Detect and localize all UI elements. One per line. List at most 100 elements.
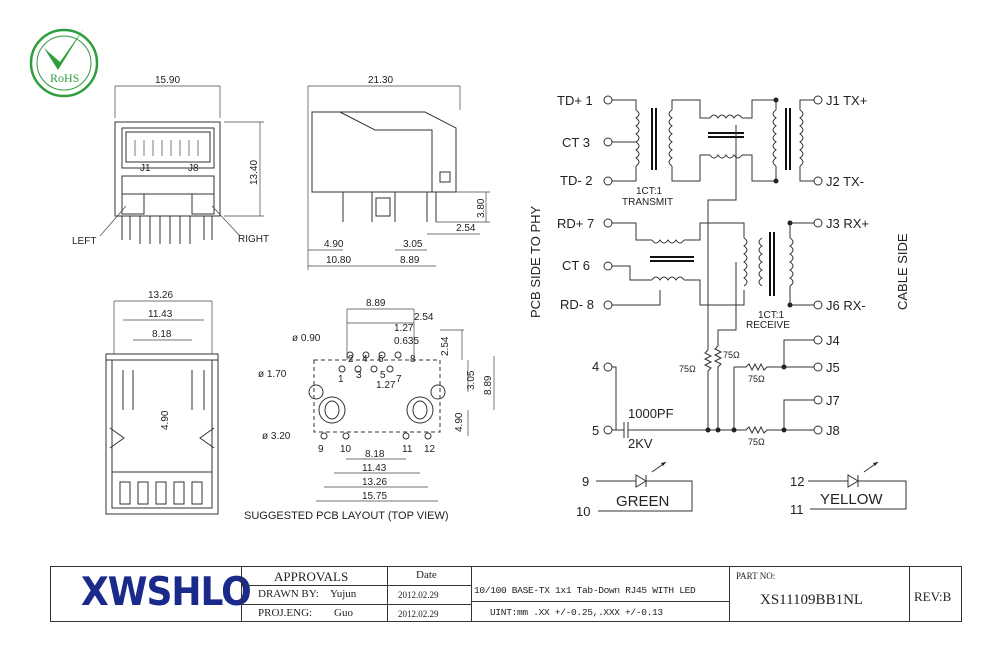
pcb-right-dim-8-89: 8.89 (483, 375, 494, 395)
pcb-top-dim-2-54: 2.54 (414, 312, 434, 323)
part-number-cell: PART NO: XS11109BB1NL (729, 567, 909, 621)
part-number: XS11109BB1NL (760, 592, 864, 608)
pin-j3-rx-plus: J3 RX+ (826, 216, 869, 231)
date-heading: Date (416, 569, 437, 581)
pcb-side-label: PCB SIDE TO PHY (528, 205, 543, 318)
pcb-bottom-dim-13-26: 13.26 (362, 477, 387, 488)
pin-j8: J8 (826, 423, 840, 438)
schematic: PCB SIDE TO PHY CABLE SIDE TD+ 1 CT 3 TD… (528, 93, 910, 519)
approvals-cell: APPROVALS DRAWN BY: Yujun PROJ.ENG: Guo (241, 567, 387, 621)
front-contacts (134, 140, 199, 156)
right-pin-circles (813, 95, 823, 435)
front-pin-j8: J8 (188, 163, 199, 174)
rohs-text: RoHS (50, 71, 79, 85)
led-green-label: GREEN (616, 493, 669, 510)
pcb-right-dim-2-54: 2.54 (440, 336, 451, 356)
led-green-pin-10: 10 (576, 504, 590, 519)
pcb-top-dim-0-635: 0.635 (394, 336, 419, 347)
side-dim-3-05: 3.05 (403, 239, 423, 250)
bottom-slots (119, 481, 203, 505)
receive-label: RECEIVE (746, 320, 790, 331)
pcb-top-dim-1-27: 1.27 (394, 323, 414, 334)
pin-j7: J7 (826, 393, 840, 408)
drawn-by-label: DRAWN BY: (258, 588, 319, 600)
pcb-pin-12: 12 (424, 444, 436, 455)
description-cell: 10/100 BASE-TX 1x1 Tab-Down RJ45 WITH LE… (471, 567, 729, 621)
date-cell: Date 2012.02.29 2012.02.29 (387, 567, 471, 621)
cable-side-label: CABLE SIDE (895, 233, 910, 310)
proj-date: 2012.02.29 (398, 609, 439, 619)
pin-j1-tx-plus: J1 TX+ (826, 93, 867, 108)
pcb-right-dim-3-05: 3.05 (466, 370, 477, 390)
pcb-pin-6: 6 (378, 354, 384, 365)
side-dim-8-89: 8.89 (400, 255, 420, 266)
company-logo: XWSHLO (81, 569, 252, 616)
pcb-right-dim-4-90: 4.90 (454, 412, 465, 432)
hole-dia-0-90: ø 0.90 (292, 333, 321, 344)
side-dim-10-80: 10.80 (326, 255, 351, 266)
proj-eng-label: PROJ.ENG: (258, 607, 313, 619)
left-label: LEFT (72, 236, 96, 247)
transmit-ratio: 1CT:1 (636, 186, 663, 197)
bottom-dim-8-18: 8.18 (152, 329, 172, 340)
hole-dia-1-70: ø 1.70 (258, 369, 287, 380)
side-view: 21.30 3.80 2.54 4.90 3.05 10.80 8.89 (307, 75, 490, 270)
pcb-mounting-holes (308, 384, 446, 424)
front-view: 15.90 J1 J8 13.40 LEFT RIGHT (72, 75, 269, 247)
pcb-pin-7: 7 (396, 374, 402, 385)
led-yellow: 12 11 YELLOW (790, 461, 907, 517)
right-label: RIGHT (238, 234, 269, 245)
receive-ratio: 1CT:1 (758, 310, 785, 321)
pin-4: 4 (592, 359, 599, 374)
revision: REV:B (914, 589, 952, 604)
proj-eng-name: Guo (334, 607, 353, 619)
rohs-badge: RoHS (29, 28, 99, 98)
technical-drawing: RoHS 15.90 J1 J8 13.40 (29, 28, 910, 522)
pcb-pin-10: 10 (340, 444, 352, 455)
pcb-mid-dim-1-27: 1.27 (376, 380, 396, 391)
pin-j4: J4 (826, 333, 840, 348)
resistor-1-value: 75Ω (679, 364, 696, 374)
pin-j5: J5 (826, 360, 840, 375)
front-pins (121, 216, 213, 244)
capacitor-value: 1000PF (628, 406, 674, 421)
front-pin-j1: J1 (140, 163, 151, 174)
led-yellow-label: YELLOW (820, 491, 883, 508)
pin-5: 5 (592, 423, 599, 438)
resistor-2-value: 75Ω (723, 350, 740, 360)
revision-cell: REV:B (909, 567, 960, 621)
termination-network: 75Ω 75Ω 75Ω 75Ω 1000PF 2KV (612, 97, 814, 451)
part-no-label: PART NO: (736, 571, 776, 581)
side-length-dim: 21.30 (368, 75, 393, 86)
side-dim-2-54: 2.54 (456, 223, 476, 234)
approvals-heading: APPROVALS (274, 569, 349, 584)
resistor-3-value: 75Ω (748, 374, 765, 384)
pin-rd-plus: RD+ 7 (557, 216, 594, 231)
pcb-pin-3: 3 (356, 370, 362, 381)
pcb-pin-9: 9 (318, 444, 324, 455)
receive-transformer: 1CT:1 RECEIVE (612, 222, 814, 331)
pcb-signal-holes (338, 351, 402, 373)
pin-td-plus: TD+ 1 (557, 93, 593, 108)
title-block: XWSHLO APPROVALS DRAWN BY: Yujun PROJ.EN… (50, 566, 962, 622)
bottom-dim-4-90: 4.90 (160, 410, 171, 430)
pcb-pin-2: 2 (348, 354, 354, 365)
pcb-bottom-dim-15-75: 15.75 (362, 491, 387, 502)
drawn-date: 2012.02.29 (398, 590, 439, 600)
side-dim-4-90: 4.90 (324, 239, 344, 250)
pin-ct-3: CT 3 (562, 135, 590, 150)
pcb-top-dim-8-89: 8.89 (366, 298, 386, 309)
left-pin-circles (603, 95, 613, 435)
front-height-dim: 13.40 (249, 160, 260, 185)
transmit-transformer: 1CT:1 TRANSMIT (612, 99, 814, 208)
transmit-label: TRANSMIT (622, 197, 673, 208)
drawn-by-name: Yujun (330, 588, 357, 600)
bottom-view: 13.26 11.43 8.18 4.90 (105, 290, 219, 515)
front-width-dim: 15.90 (155, 75, 180, 86)
bottom-dim-13-26: 13.26 (148, 290, 173, 301)
pin-j2-tx-minus: J2 TX- (826, 174, 864, 189)
pin-td-minus: TD- 2 (560, 173, 593, 188)
tolerance-note: UINT:mm .XX +/-0.25,.XXX +/-0.13 (490, 607, 663, 618)
pcb-pin-11: 11 (402, 444, 413, 455)
pcb-bottom-dim-11-43: 11.43 (362, 463, 387, 474)
